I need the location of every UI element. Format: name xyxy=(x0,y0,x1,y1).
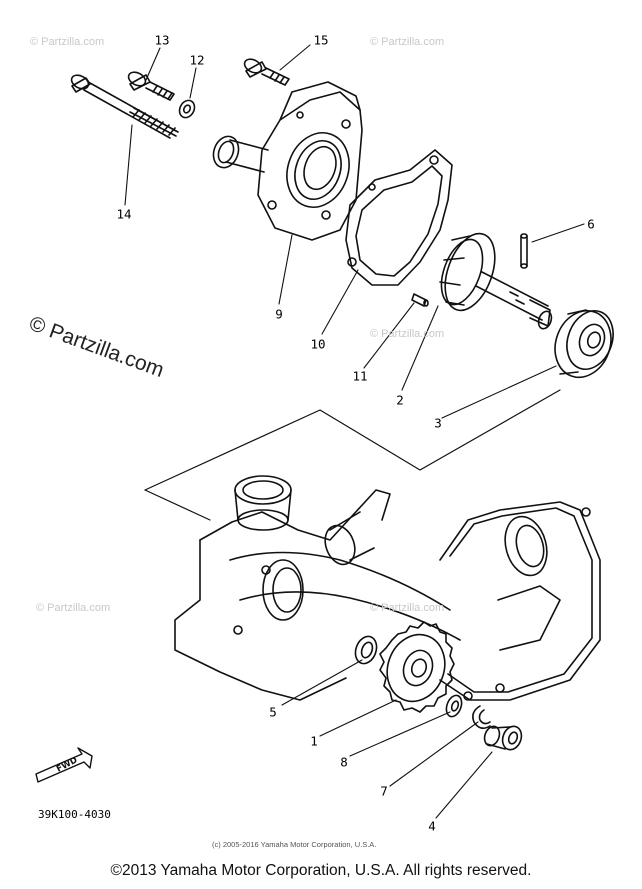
watermark: © Partzilla.com xyxy=(370,602,445,614)
leader-lines xyxy=(124,44,585,819)
fwd-arrow-icon xyxy=(35,747,93,783)
callout-10: 10 xyxy=(310,336,326,352)
footer-copyright: ©2013 Yamaha Motor Corporation, U.S.A. A… xyxy=(110,862,532,879)
part-13-bolt xyxy=(127,71,175,101)
watermark: © Partzilla.com xyxy=(370,36,445,48)
part-12-washer xyxy=(178,99,196,119)
callout-8: 8 xyxy=(340,754,348,770)
part-7-circlip xyxy=(472,705,491,730)
assembly-guide-line xyxy=(144,389,561,491)
part-9-pump-cover xyxy=(212,81,363,241)
callout-5: 5 xyxy=(269,704,277,720)
callout-3: 3 xyxy=(434,415,442,431)
watermark: © Partzilla.com xyxy=(30,36,105,48)
callout-14: 14 xyxy=(116,206,132,222)
part-10-gasket xyxy=(345,149,453,286)
part-code: 39K100-4030 xyxy=(38,808,111,821)
watermark: © Partzilla.com xyxy=(36,602,111,614)
part-11-dowel-pin xyxy=(411,293,429,307)
callout-12: 12 xyxy=(189,52,205,68)
part-3-bearing xyxy=(554,309,614,379)
callout-2: 2 xyxy=(396,392,404,408)
callout-9: 9 xyxy=(275,306,283,322)
callout-15: 15 xyxy=(313,32,329,48)
assembly-guide-line-2 xyxy=(144,489,211,521)
part-5-washer xyxy=(354,635,378,665)
watermark: © Partzilla.com xyxy=(370,328,445,340)
part-1-gear xyxy=(379,621,455,713)
crankcase-housing xyxy=(174,475,601,701)
part-15-bolt xyxy=(243,58,290,86)
diagram-copyright: (c) 2005-2016 Yamaha Motor Corporation, … xyxy=(212,840,377,849)
part-2-impeller-shaft xyxy=(439,232,553,330)
callout-4: 4 xyxy=(428,818,436,834)
part-6-pin xyxy=(520,233,528,269)
part-14-long-bolt xyxy=(70,74,179,139)
callout-1: 1 xyxy=(310,733,318,749)
callout-6: 6 xyxy=(587,216,595,232)
callout-7: 7 xyxy=(380,783,388,799)
callout-11: 11 xyxy=(352,368,368,384)
part-8-washer xyxy=(445,694,463,718)
part-4-collar xyxy=(483,725,523,751)
callout-13: 13 xyxy=(154,32,170,48)
